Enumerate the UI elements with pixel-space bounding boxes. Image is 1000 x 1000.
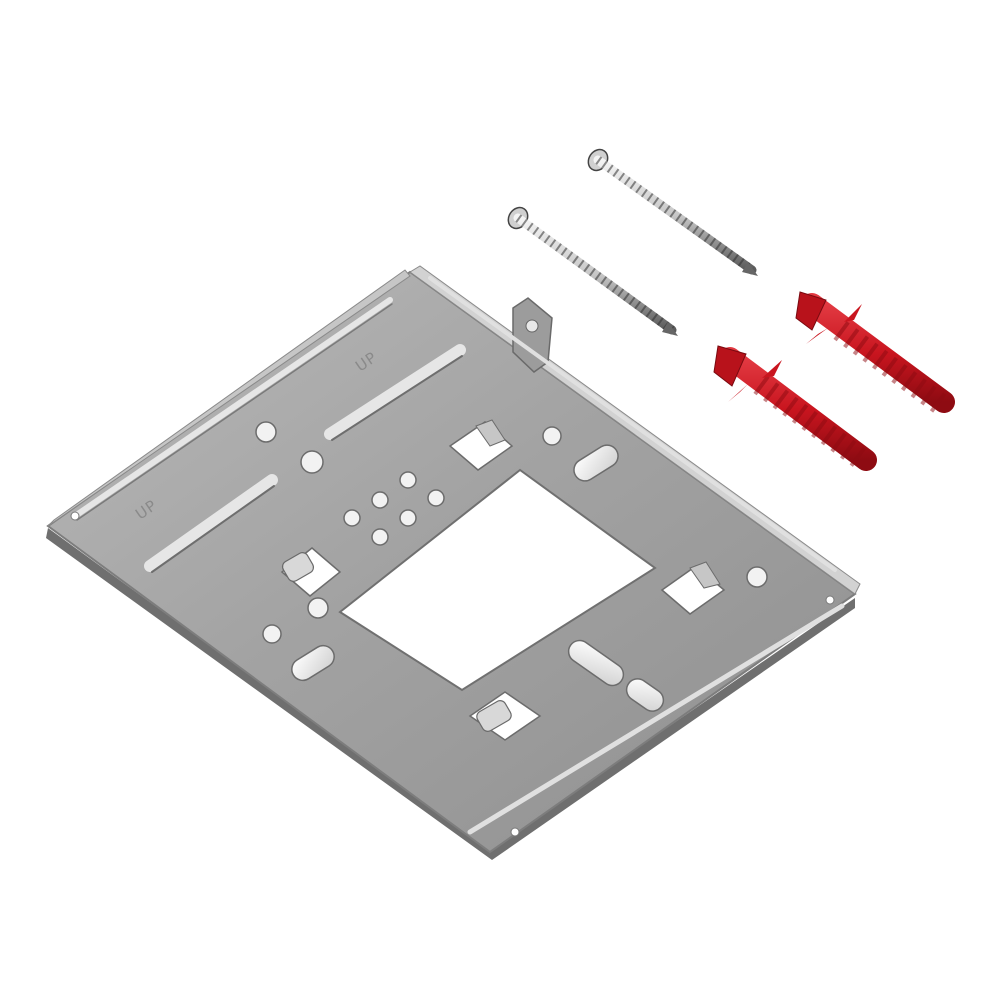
plate-flange-left (47, 269, 411, 527)
plate-ribs (72, 276, 845, 835)
plate-center-cutout (338, 468, 657, 692)
screw-lower (507, 206, 678, 336)
screw-icon (507, 148, 758, 336)
screw-upper (587, 148, 758, 276)
anchor-lower (713, 345, 877, 471)
plate-top-tab (512, 297, 553, 373)
plate-clips (280, 419, 726, 741)
plate-holes (255, 421, 768, 644)
plate-slots (291, 444, 665, 712)
wall-anchor-icon (713, 291, 955, 471)
anchor-upper (795, 291, 955, 413)
mounting-plate-icon: UP UP (46, 265, 861, 860)
plate-corner-notches (70, 511, 835, 837)
